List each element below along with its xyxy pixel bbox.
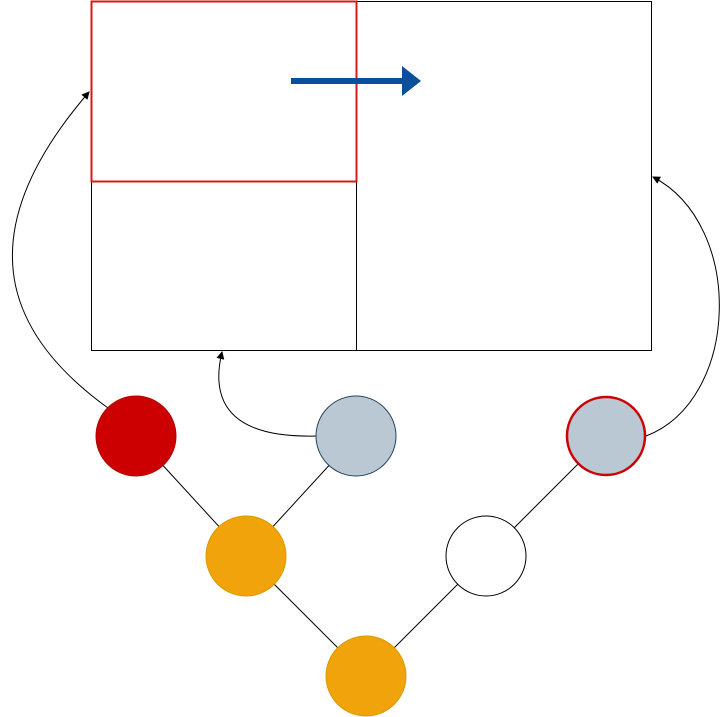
left-child-node[interactable] [205,515,287,597]
top-left-panel-highlight [90,0,358,183]
right-child-node[interactable] [445,515,527,597]
root-node[interactable] [325,635,407,717]
tree-nodes [95,395,647,717]
arrow-red-to-top-left [12,91,109,409]
outer-frame [91,1,652,351]
arrow-grey-highlighted-to-right [645,176,720,437]
layout-panels [90,0,652,351]
leaf-grey-node[interactable] [315,395,397,477]
leaf-red-node[interactable] [95,395,177,477]
mapping-arrows [12,91,720,437]
arrow-grey-to-bottom-left [216,351,317,437]
direction-arrow [291,66,421,96]
leaf-grey-highlighted-node[interactable] [565,395,647,477]
